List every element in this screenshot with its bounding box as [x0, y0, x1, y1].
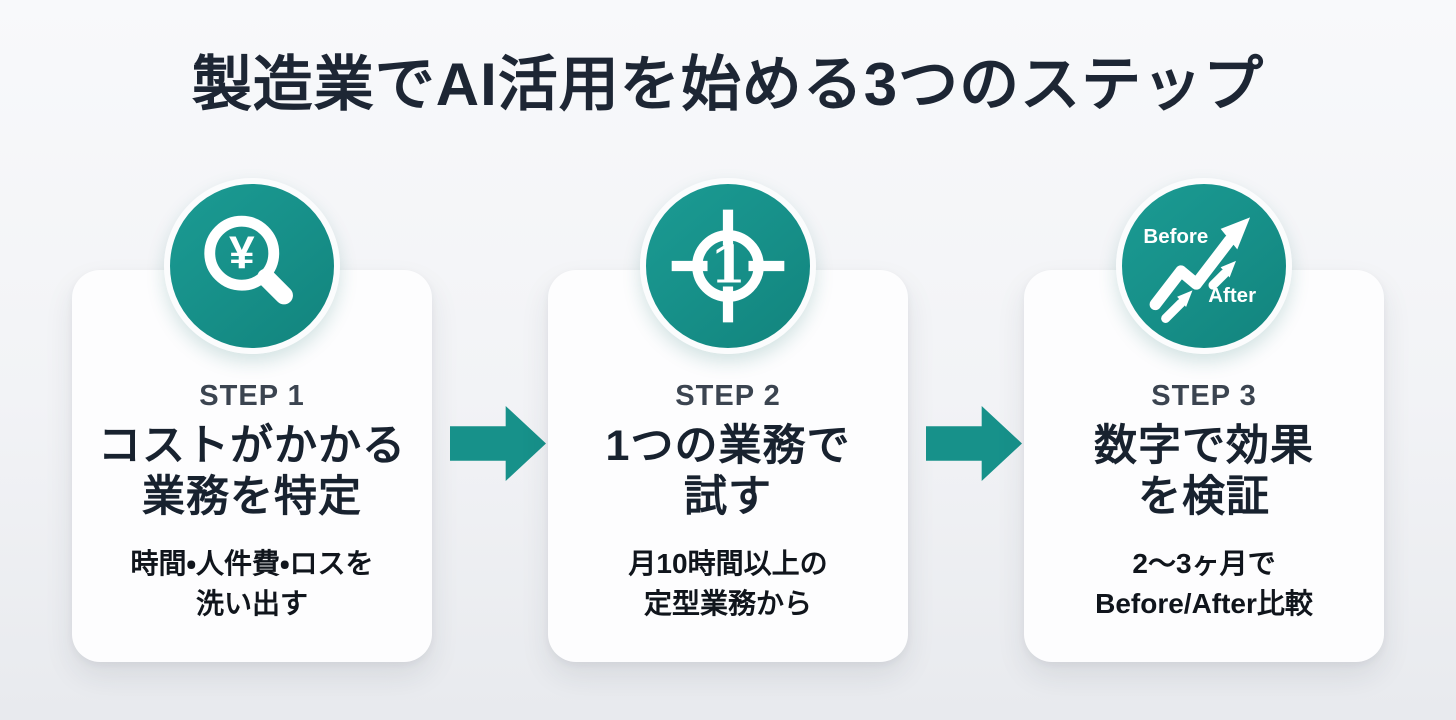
- before-after-growth-icon: Before After: [1143, 217, 1256, 323]
- right-arrow-icon: [450, 406, 546, 481]
- step-2-sub-line-2: 定型業務から: [643, 587, 812, 619]
- step-2-title-line-1: 1つの業務で: [605, 422, 851, 470]
- step-3-label: STEP 3: [1151, 380, 1257, 412]
- step-3-icon-circle: Before After: [1116, 178, 1292, 354]
- step-1-icon-circle: ¥: [164, 178, 340, 354]
- page-title: 製造業でAI活用を始める3つのステップ: [191, 51, 1265, 118]
- step-2-icon-circle: 1: [640, 178, 816, 354]
- after-label: After: [1208, 284, 1256, 307]
- yen-magnifier-icon: ¥: [204, 215, 293, 305]
- step-1-title-line-2: 業務を特定: [142, 472, 362, 521]
- step-1-sub-line-1: 時間・人件費・ロスを: [130, 548, 374, 580]
- step-1-sub-line-2: 洗い出す: [195, 587, 308, 619]
- target-number-one-icon: 1: [671, 209, 785, 323]
- step-1-title-line-1: コストがかかる: [98, 422, 406, 470]
- step-2-sub-line-1: 月10時間以上の: [628, 548, 828, 580]
- step-1-card: ¥ STEP 1 コストがかかる 業務を特定 時間・人件費・ロスを 洗い出す: [72, 178, 432, 662]
- step-3-title-line-2: を検証: [1138, 472, 1270, 521]
- step-3-sub-line-2: Before/After比較: [1095, 587, 1313, 619]
- right-arrow-icon: [926, 406, 1022, 481]
- step-3-title-line-1: 数字で効果: [1094, 422, 1314, 470]
- step-2-title-line-2: 試す: [684, 472, 772, 521]
- step-1-label: STEP 1: [199, 380, 305, 412]
- step-2-card: 1 STEP 2 1つの業務で 試す 月10時間以上の 定型業務から: [548, 178, 908, 662]
- yen-symbol: ¥: [229, 227, 255, 279]
- step-3-sub-line-1: 2〜3ヶ月で: [1132, 548, 1276, 580]
- step-2-label: STEP 2: [675, 380, 781, 412]
- step-3-card: Before After STEP 3 数字で効果 を検証 2〜3ヶ月で Bef…: [1024, 178, 1384, 662]
- number-one-symbol: 1: [710, 236, 746, 296]
- before-label: Before: [1143, 225, 1208, 248]
